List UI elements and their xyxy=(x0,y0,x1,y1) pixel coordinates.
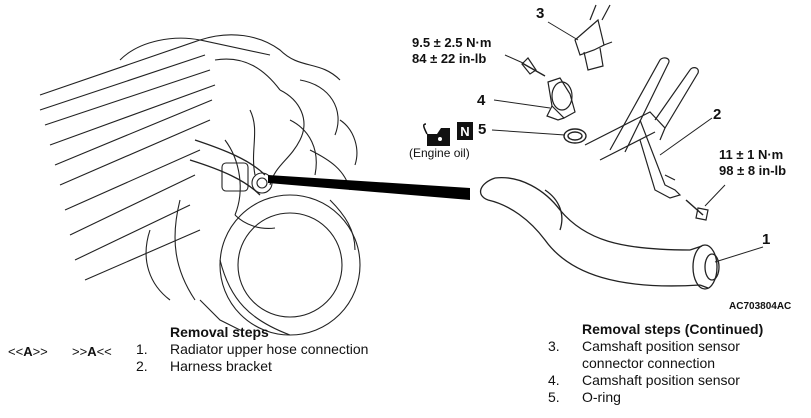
symbol-letter: A xyxy=(87,344,97,359)
list-item: 1. Radiator upper hose connection xyxy=(136,341,368,358)
engine-overview-sketch xyxy=(39,34,361,336)
step-number xyxy=(548,355,582,372)
step-text: Camshaft position sensor xyxy=(582,372,740,388)
list-item: 3. Camshaft position sensor xyxy=(548,338,763,355)
callout-4: 4 xyxy=(477,92,486,109)
zoom-pointer xyxy=(268,175,470,200)
callout-2: 2 xyxy=(713,106,722,123)
list-item: 4. Camshaft position sensor xyxy=(548,372,763,389)
step-number: 2. xyxy=(136,358,148,374)
bracket-torque-inlb: 98 ± 8 in-lb xyxy=(719,163,787,178)
step-text: O-ring xyxy=(582,389,621,405)
symbol-close: >> xyxy=(32,344,48,359)
removal-steps-continued-heading: Removal steps (Continued) xyxy=(582,321,764,337)
step-number: 5. xyxy=(548,389,560,405)
engine-oil-icon xyxy=(423,123,450,146)
removal-symbol-left: <<A>> xyxy=(8,344,48,359)
step-text: connector connection xyxy=(582,355,716,371)
step-number: 1. xyxy=(136,341,148,357)
step-text: Harness bracket xyxy=(170,358,272,374)
symbol-letter: A xyxy=(23,344,33,359)
removal-steps-left: Removal steps 1. Radiator upper hose conn… xyxy=(136,324,368,375)
step-number: 3. xyxy=(548,338,560,354)
list-item: connector connection xyxy=(548,355,763,372)
step-number: 4. xyxy=(548,372,560,388)
sensor-torque-nm: 9.5 ± 2.5 N·m xyxy=(412,35,492,50)
bracket-torque-nm: 11 ± 1 N·m xyxy=(719,147,784,162)
removal-steps-heading: Removal steps xyxy=(170,324,269,340)
radiator-upper-hose xyxy=(479,176,720,290)
symbol-open: >> xyxy=(72,344,88,359)
sensor-torque-inlb: 84 ± 22 in-lb xyxy=(412,51,487,66)
new-part-symbol: N xyxy=(457,122,473,140)
callout-5: 5 xyxy=(478,121,487,138)
o-ring xyxy=(563,128,587,144)
callout-1: 1 xyxy=(762,231,771,248)
callout-3: 3 xyxy=(536,5,545,22)
installation-symbol-right: >>A<< xyxy=(72,344,112,359)
step-text: Camshaft position sensor xyxy=(582,338,740,354)
step-text: Radiator upper hose connection xyxy=(170,341,369,357)
n-symbol-text: N xyxy=(460,124,469,139)
symbol-close: << xyxy=(96,344,112,359)
engine-oil-label: (Engine oil) xyxy=(409,146,470,160)
leader-lines xyxy=(491,21,764,263)
removal-steps-right: Removal steps (Continued) 3. Camshaft pos… xyxy=(548,321,763,406)
sensor-connector xyxy=(574,4,613,71)
list-item: 2. Harness bracket xyxy=(136,358,368,375)
figure-code: AC703804AC xyxy=(729,301,792,312)
symbol-open: << xyxy=(8,344,24,359)
list-item: 5. O-ring xyxy=(548,389,763,406)
camshaft-position-sensor xyxy=(521,57,576,121)
harness-bracket xyxy=(584,57,709,221)
